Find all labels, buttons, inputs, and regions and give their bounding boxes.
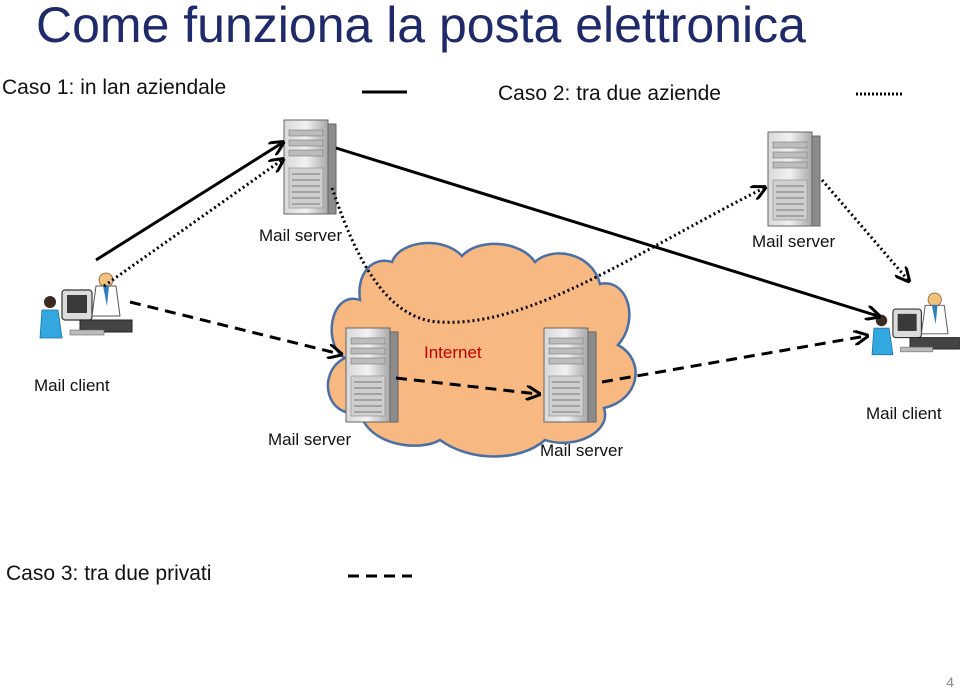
case2-solid-arrow [335, 146, 878, 316]
mail-client-icon [39, 272, 133, 339]
page-title: Come funziona la posta elettronica [36, 0, 806, 53]
legend-case2-label: Caso 2: tra due aziende [498, 82, 721, 105]
mail-server-label: Mail server [259, 226, 343, 245]
legend-case1-label: Caso 1: in lan aziendale [2, 76, 227, 99]
case3-dashed-arrow [129, 300, 340, 354]
case2-dotted-arrow [103, 160, 282, 288]
internet-label: Internet [424, 343, 482, 362]
case1-arrow [95, 143, 282, 262]
mail-server-icon [345, 327, 399, 423]
mail-server-icon [283, 119, 337, 215]
case3-dashed-arrow [395, 376, 538, 394]
mail-server-icon [767, 131, 821, 227]
legend-case3-label: Caso 3: tra due privati [6, 562, 212, 585]
case2-dotted-arrow [820, 179, 908, 280]
mail-server-label: Mail server [540, 441, 624, 460]
mail-client-label: Mail client [34, 376, 110, 395]
mail-server-label: Mail server [752, 232, 836, 251]
case3-dashed-arrow [601, 336, 866, 384]
mail-client-icon [871, 292, 960, 356]
page-number: 4 [946, 674, 954, 690]
mail-server-label: Mail server [268, 430, 352, 449]
mail-server-icon [543, 327, 597, 423]
mail-client-label: Mail client [866, 404, 942, 423]
